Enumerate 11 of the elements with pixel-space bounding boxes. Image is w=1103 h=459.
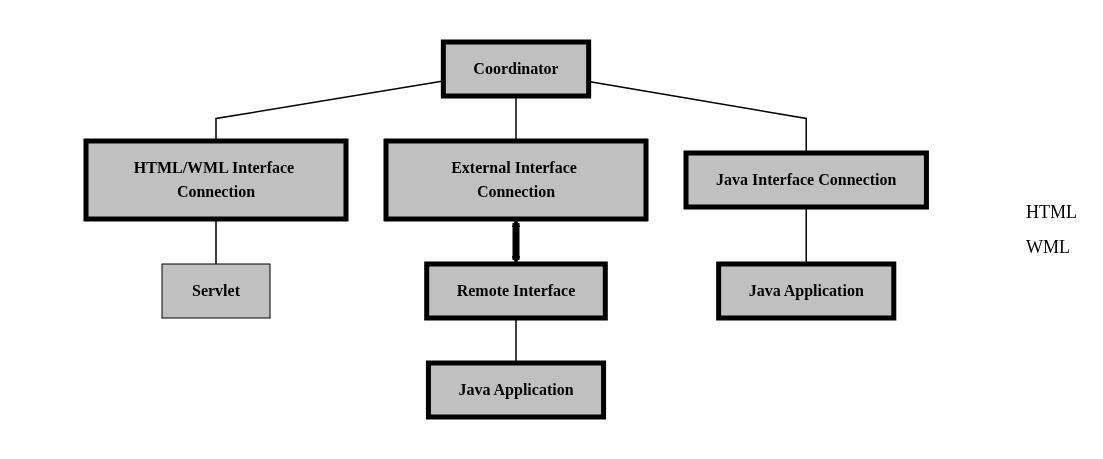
node-box: External Interface Connection (383, 138, 649, 222)
node-box: Java Application (715, 261, 897, 321)
node-box: Coordinator (440, 39, 591, 99)
node-box: HTML/WML Interface Connection (83, 138, 349, 222)
node-box: Java Application (425, 360, 606, 420)
node-box: Remote Interface (424, 261, 608, 321)
arrow (511, 219, 521, 265)
node-box: Java Interface Connection (683, 150, 929, 210)
text-label: HTML (1026, 201, 1077, 223)
text-label: WML (1026, 236, 1071, 258)
node-box: Servlet (161, 263, 271, 319)
